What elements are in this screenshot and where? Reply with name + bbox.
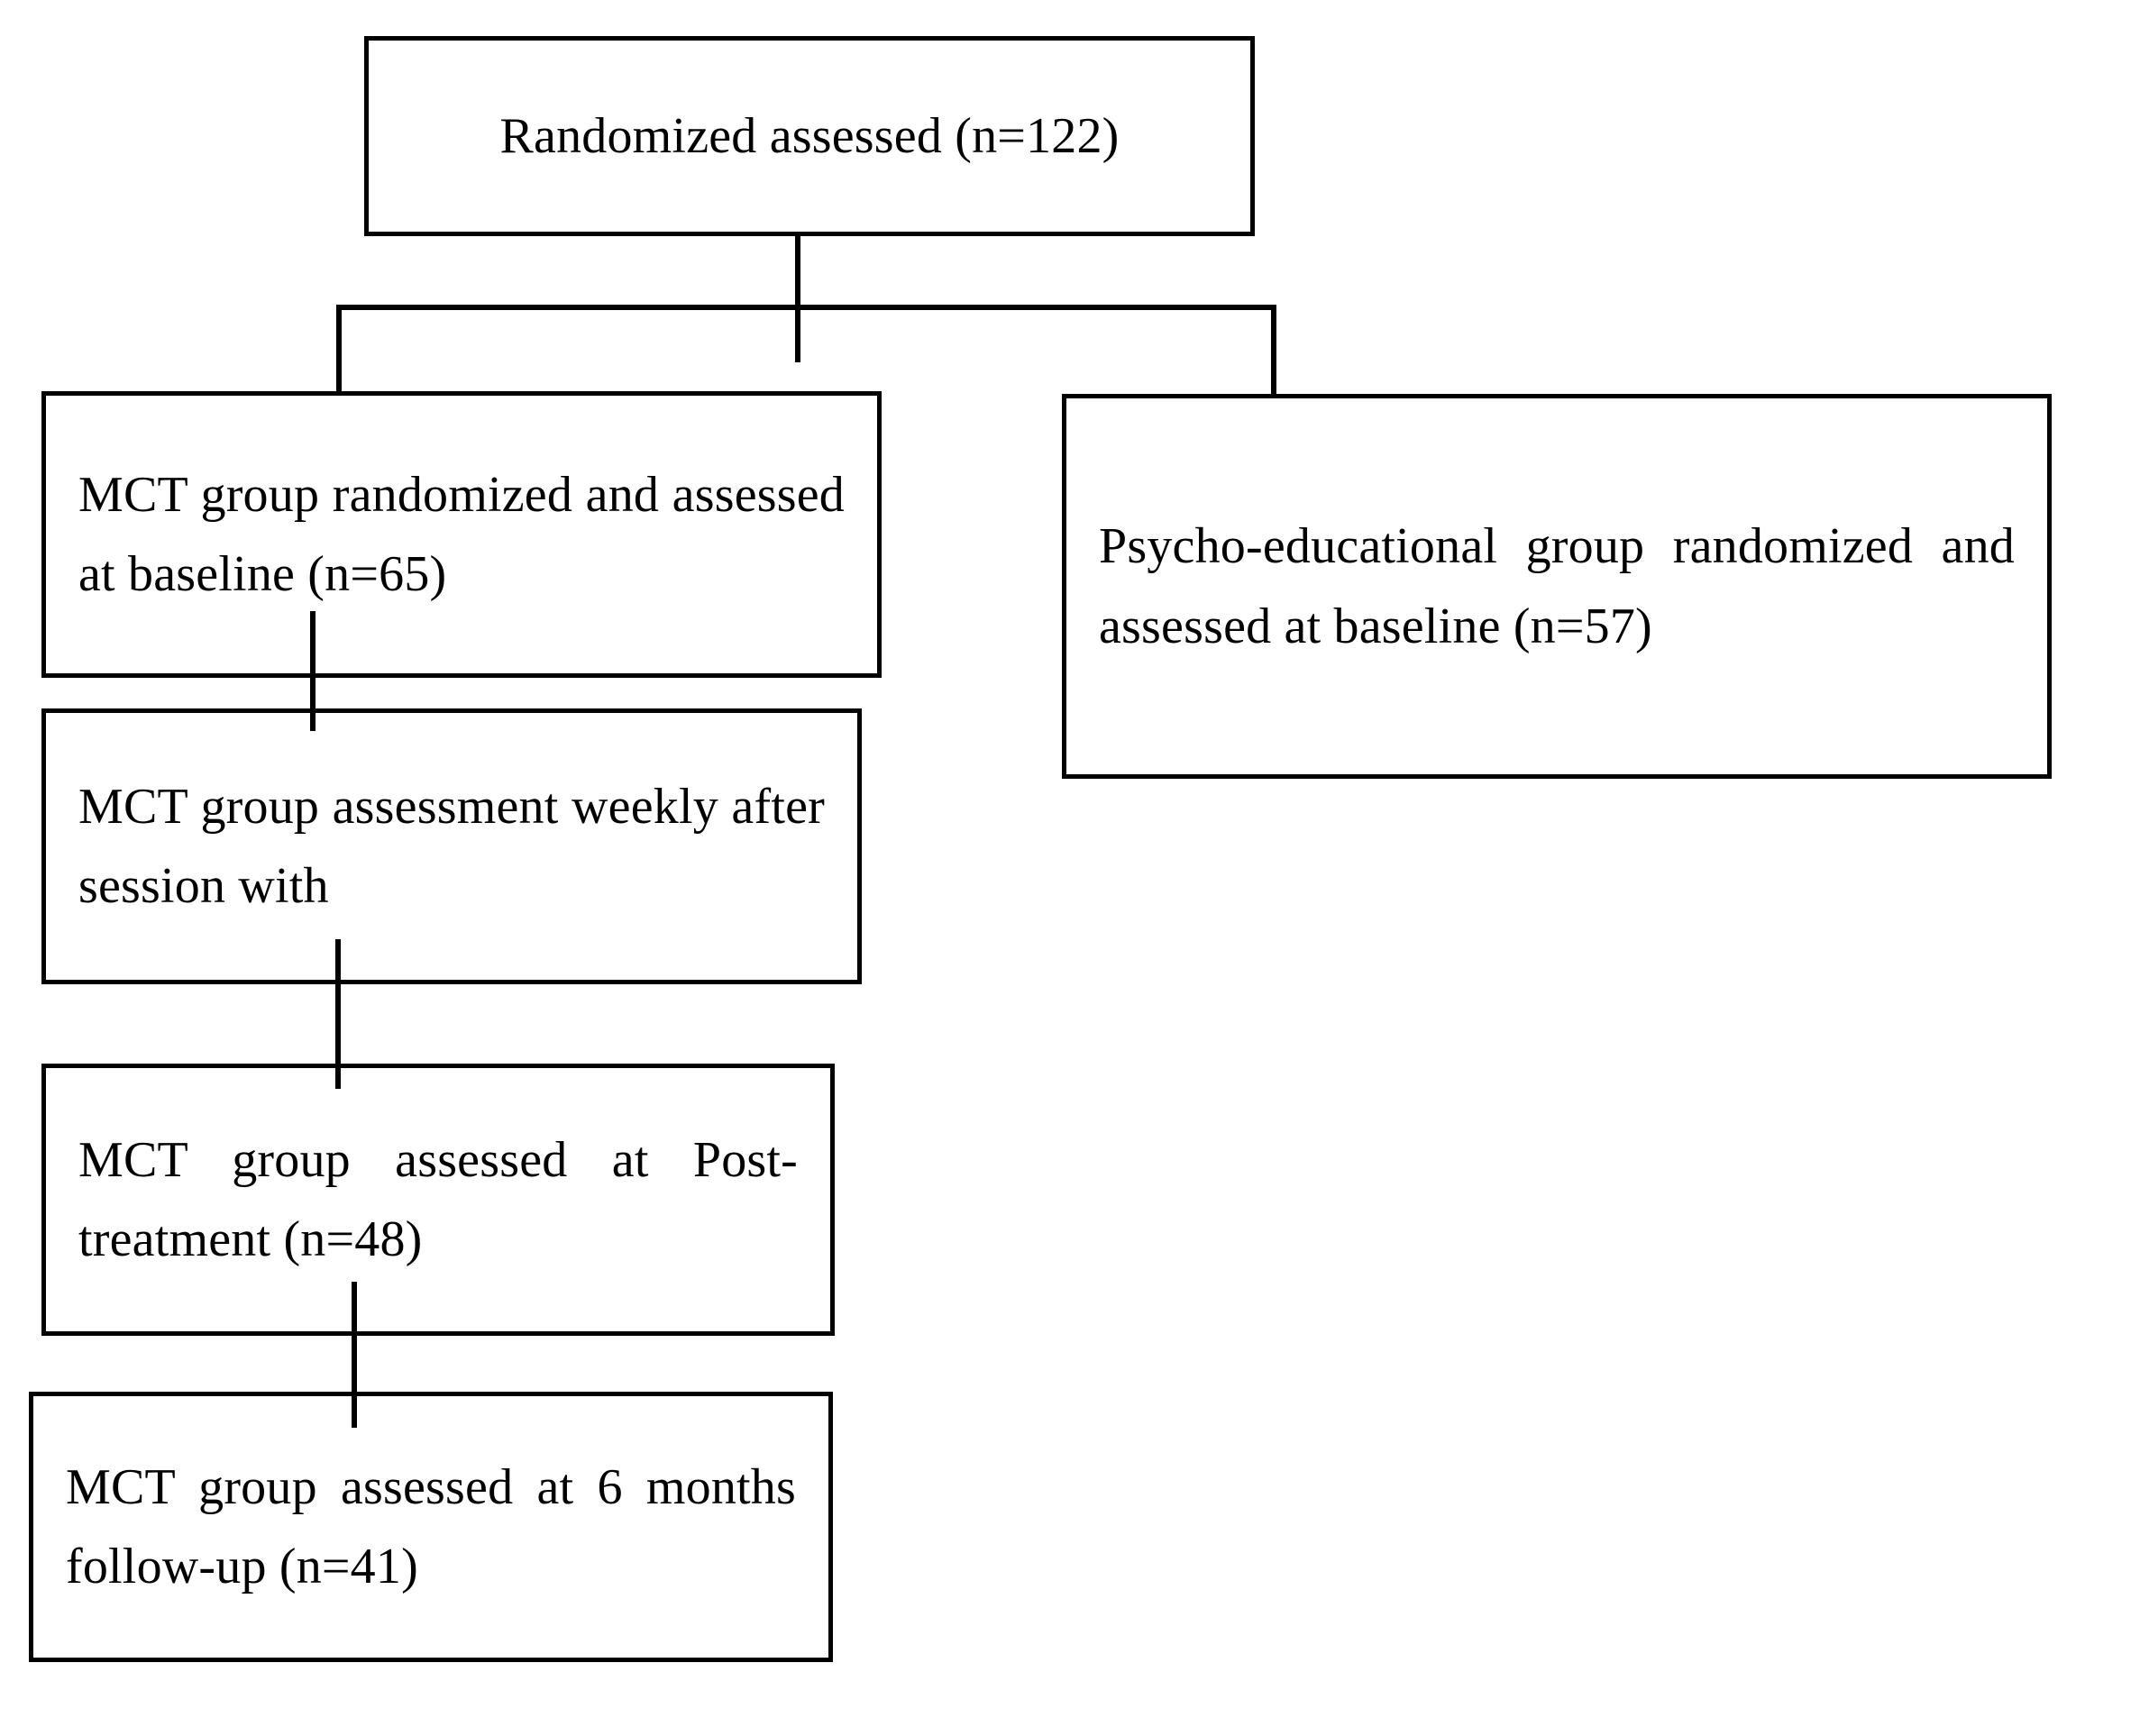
connector-top-stem xyxy=(795,236,800,362)
node-mct-post-treatment-label: MCT group assessed at Post-treatment (n=… xyxy=(78,1131,798,1267)
node-mct-baseline-label: MCT group randomized and assessed at bas… xyxy=(78,466,845,602)
connector-mct-weekly-to-post xyxy=(335,939,341,1089)
node-mct-6-month-followup-label: MCT group assessed at 6 months follow-up… xyxy=(66,1458,796,1594)
node-randomized-assessed-label: Randomized assessed (n=122) xyxy=(499,107,1120,164)
node-mct-weekly-assessment-label: MCT group assessment weekly after sessio… xyxy=(78,778,825,914)
connector-drop-to-mct-baseline xyxy=(336,305,342,393)
node-mct-weekly-assessment[interactable]: MCT group assessment weekly after sessio… xyxy=(41,708,862,984)
node-mct-baseline[interactable]: MCT group randomized and assessed at bas… xyxy=(41,391,882,678)
node-mct-post-treatment[interactable]: MCT group assessed at Post-treatment (n=… xyxy=(41,1064,835,1336)
node-mct-6-month-followup[interactable]: MCT group assessed at 6 months follow-up… xyxy=(29,1392,833,1662)
connector-mct-baseline-to-weekly xyxy=(310,611,316,731)
node-randomized-assessed[interactable]: Randomized assessed (n=122) xyxy=(364,36,1255,236)
connector-mct-post-to-followup xyxy=(352,1282,357,1428)
connector-drop-to-psycho-baseline xyxy=(1271,305,1276,395)
node-psycho-educational-baseline[interactable]: Psycho-educational group randomized and … xyxy=(1062,394,2052,779)
node-psycho-educational-baseline-label: Psycho-educational group randomized and … xyxy=(1099,518,2015,654)
connector-split-bar xyxy=(336,305,1276,310)
